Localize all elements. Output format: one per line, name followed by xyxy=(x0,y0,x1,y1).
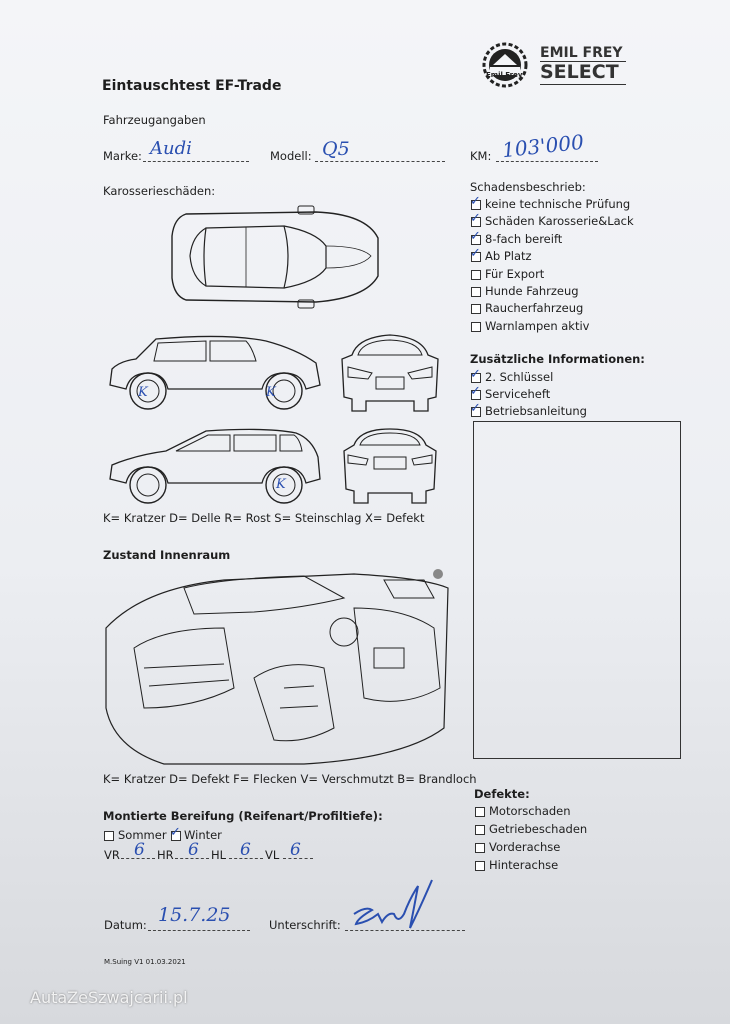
hr-value[interactable]: 6 xyxy=(188,840,199,860)
signature-label: Unterschrift: xyxy=(269,918,341,932)
date-value[interactable]: 15.7.25 xyxy=(158,904,231,926)
damage-description-item-label: keine technische Prüfung xyxy=(485,197,631,211)
summer-checkbox[interactable] xyxy=(104,831,114,841)
make-label: Marke: xyxy=(103,149,142,163)
damage-mark-1[interactable]: K xyxy=(138,385,148,400)
body-damage-legend: K= Kratzer D= Delle R= Rost S= Steinschl… xyxy=(103,511,425,525)
footer-version: M.Suing V1 01.03.2021 xyxy=(104,958,186,966)
defect-item-label: Hinterachse xyxy=(489,858,559,872)
damage-description-item-checkbox[interactable] xyxy=(471,269,481,280)
damage-description-item-label: Ab Platz xyxy=(485,249,532,264)
emil-frey-logo-icon xyxy=(482,42,528,88)
damage-mark-3[interactable]: K xyxy=(276,477,286,492)
vr-value[interactable]: 6 xyxy=(134,840,145,860)
logo-text: Emil Frey xyxy=(486,71,523,79)
defect-item-checkbox[interactable] xyxy=(475,843,485,853)
damage-description-item-label: Schäden Karosserie&Lack xyxy=(485,214,634,229)
make-value[interactable]: Audi xyxy=(150,138,192,159)
car-side-view-right-diagram xyxy=(109,428,321,504)
interior-legend: K= Kratzer D= Defekt F= Flecken V= Versc… xyxy=(103,772,477,786)
damage-mark-2[interactable]: K xyxy=(266,385,276,400)
defects-title: Defekte: xyxy=(474,787,530,801)
car-rear-view-diagram xyxy=(343,428,437,504)
damage-description-title: Schadensbeschrieb: xyxy=(470,180,586,194)
damage-description-item-checkbox[interactable] xyxy=(471,200,481,210)
damage-description-item-label: 8-fach bereift xyxy=(485,231,563,246)
damage-description-item-checkbox[interactable] xyxy=(471,217,481,228)
vehicle-section-label: Fahrzeugangaben xyxy=(103,113,206,127)
model-label: Modell: xyxy=(270,149,312,163)
brand-line-2: SELECT xyxy=(540,61,619,83)
damage-description-item-checkbox[interactable] xyxy=(471,234,481,245)
damage-description-item-checkbox[interactable] xyxy=(471,304,481,315)
additional-info-item-label: 2. Schlüssel xyxy=(485,370,554,384)
damage-description-item-checkbox[interactable] xyxy=(471,252,481,263)
check-mark-icon: ✓ xyxy=(470,384,481,399)
check-mark-icon: ✓ xyxy=(470,246,481,262)
additional-info-item-label: Betriebsanleitung xyxy=(485,404,587,418)
winter-label: Winter xyxy=(184,828,222,842)
watermark: AutaZeSzwajcarii.pl xyxy=(30,988,188,1007)
check-mark-icon: ✓ xyxy=(470,228,481,244)
damage-description-item-label: Hunde Fahrzeug xyxy=(485,284,579,298)
hl-label: HL xyxy=(211,848,227,862)
additional-info-item-checkbox[interactable] xyxy=(471,390,481,400)
check-mark-icon: ✓ xyxy=(470,367,481,382)
car-interior-diagram xyxy=(105,569,449,765)
km-label: KM: xyxy=(470,149,492,163)
date-label: Datum: xyxy=(104,918,147,932)
defect-item-checkbox[interactable] xyxy=(475,807,485,817)
km-value[interactable]: 103'000 xyxy=(500,129,585,163)
winter-check-mark-icon: ✓ xyxy=(170,825,181,840)
damage-description-item-checkbox[interactable] xyxy=(471,321,481,332)
additional-info-item-label: Serviceheft xyxy=(485,387,551,401)
additional-info-title: Zusätzliche Informationen: xyxy=(470,352,645,366)
damage-description-item-label: Warnlampen aktiv xyxy=(485,318,590,333)
body-damage-label: Karosserieschäden: xyxy=(103,184,216,198)
vl-label: VL xyxy=(265,848,280,862)
brand-line-1: EMIL FREY xyxy=(540,45,623,61)
vr-label: VR xyxy=(104,848,120,862)
tires-label: Montierte Bereifung (Reifenart/Profiltie… xyxy=(103,809,383,823)
interior-label: Zustand Innenraum xyxy=(103,548,231,562)
damage-description-item-label: Für Export xyxy=(485,266,545,281)
damage-description-item-label: Raucherfahrzeug xyxy=(485,301,584,316)
additional-info-item-checkbox[interactable] xyxy=(471,407,481,417)
defect-item-checkbox[interactable] xyxy=(475,825,485,835)
damage-description-item-checkbox[interactable] xyxy=(471,287,481,297)
car-front-view-diagram xyxy=(341,334,439,412)
notes-box[interactable] xyxy=(473,421,681,759)
car-side-view-left-diagram xyxy=(109,335,321,410)
defect-item-label: Getriebeschaden xyxy=(489,822,588,836)
summer-label: Sommer xyxy=(118,828,167,842)
defect-item-label: Motorschaden xyxy=(489,804,571,818)
hr-label: HR xyxy=(157,848,174,862)
winter-checkbox[interactable] xyxy=(171,831,181,841)
check-mark-icon: ✓ xyxy=(470,194,481,209)
vl-value[interactable]: 6 xyxy=(290,840,301,860)
form-title: Eintauschtest EF-Trade xyxy=(102,78,282,94)
defect-item-label: Vorderachse xyxy=(489,840,561,854)
check-mark-icon: ✓ xyxy=(470,211,481,227)
check-mark-icon: ✓ xyxy=(470,401,481,416)
model-value[interactable]: Q5 xyxy=(322,138,350,160)
car-top-view-diagram xyxy=(171,205,379,309)
hl-value[interactable]: 6 xyxy=(240,840,251,860)
signature-image[interactable] xyxy=(348,878,440,934)
additional-info-item-checkbox[interactable] xyxy=(471,373,481,383)
defect-item-checkbox[interactable] xyxy=(475,861,485,871)
